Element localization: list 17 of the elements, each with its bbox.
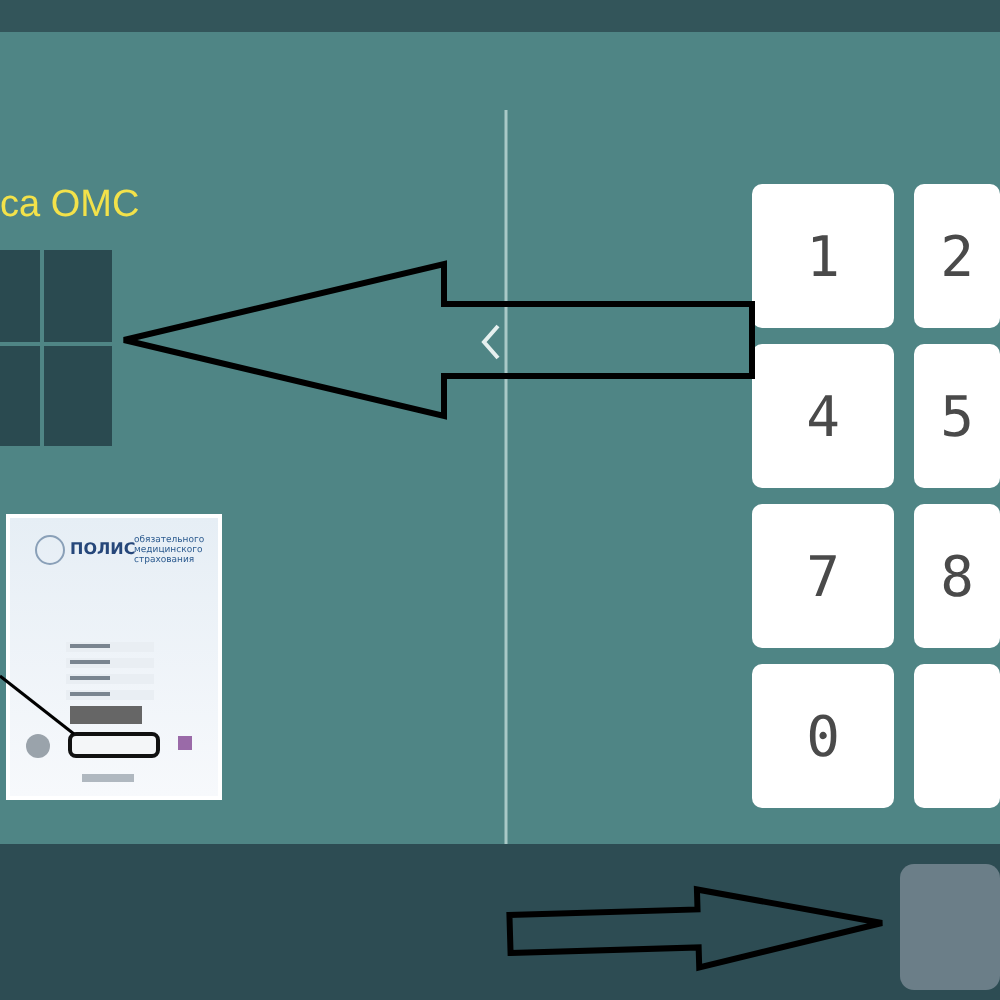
keypad-key: 8 [914,504,1000,648]
insurance-policy-photo [6,514,222,800]
leader-line [0,674,75,736]
next-button [900,864,1000,990]
keypad-key: 4 [752,344,894,488]
block-arrow [121,260,755,420]
code-cell-grid [0,250,112,446]
keypad-key: 5 [914,344,1000,488]
keypad-key: 1 [752,184,894,328]
blank-key [914,664,1000,808]
document-heading: ПОЛИС [70,542,136,558]
number-field-highlight [68,732,160,758]
keypad-key: 0 [752,664,894,808]
heading-text: са ОМС [0,184,140,228]
block-arrow [506,885,885,972]
keypad-key: 7 [752,504,894,648]
keypad-key: 2 [914,184,1000,328]
